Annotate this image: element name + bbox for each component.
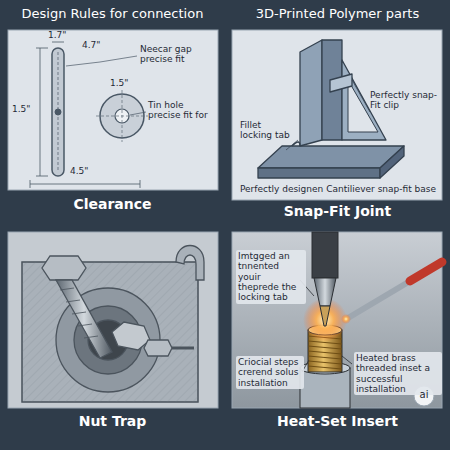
panel-caption: Heat-Set Insert [225, 413, 450, 429]
thread-stroke [308, 346, 342, 349]
callout-note: Heated brass threaded inset a successful… [354, 352, 442, 395]
panel-heading: Design Rules for connection [0, 6, 225, 21]
callout-note: Tin hole precise fit for [148, 100, 214, 121]
callout-note: Imtgged an tnnented youir theprede the l… [236, 250, 306, 304]
panel-note: Perfectly designen Cantiliever snap-fit … [236, 184, 440, 194]
panel: Nut Trap [0, 225, 225, 450]
callout-note: Neecar gap precise fit [140, 44, 214, 65]
watermark: ai [414, 389, 434, 401]
thread-stroke [308, 351, 342, 354]
panel-ground [232, 30, 442, 200]
dimension: 1.7" [48, 30, 78, 40]
thread-stroke [308, 361, 342, 364]
panel-ground [8, 232, 218, 408]
dimension: 4.5" [70, 166, 100, 176]
panel-heading: 3D-Printed Polymer parts [225, 6, 450, 21]
slot-drawing [30, 42, 148, 188]
dimension: 4.7" [82, 40, 112, 50]
callout-note: Perfectly snap-Fit clip [370, 90, 438, 111]
panel-caption: Clearance [0, 196, 225, 212]
callout-note: Criocial steps crerend solus installatio… [236, 356, 304, 389]
dimension: 1.5" [12, 104, 38, 114]
thread-stroke [308, 366, 342, 369]
thread-stroke [308, 356, 342, 359]
panel-caption: Nut Trap [0, 413, 225, 429]
dimension: 1.5" [110, 78, 138, 88]
panel-caption: Snap-Fit Joint [225, 203, 450, 219]
panel-ground [232, 232, 442, 408]
nut-trap-section [22, 246, 204, 403]
panel-ground [8, 30, 218, 190]
heat-set-scene [300, 232, 442, 408]
callout-note: Fillet locking tab [240, 120, 296, 141]
